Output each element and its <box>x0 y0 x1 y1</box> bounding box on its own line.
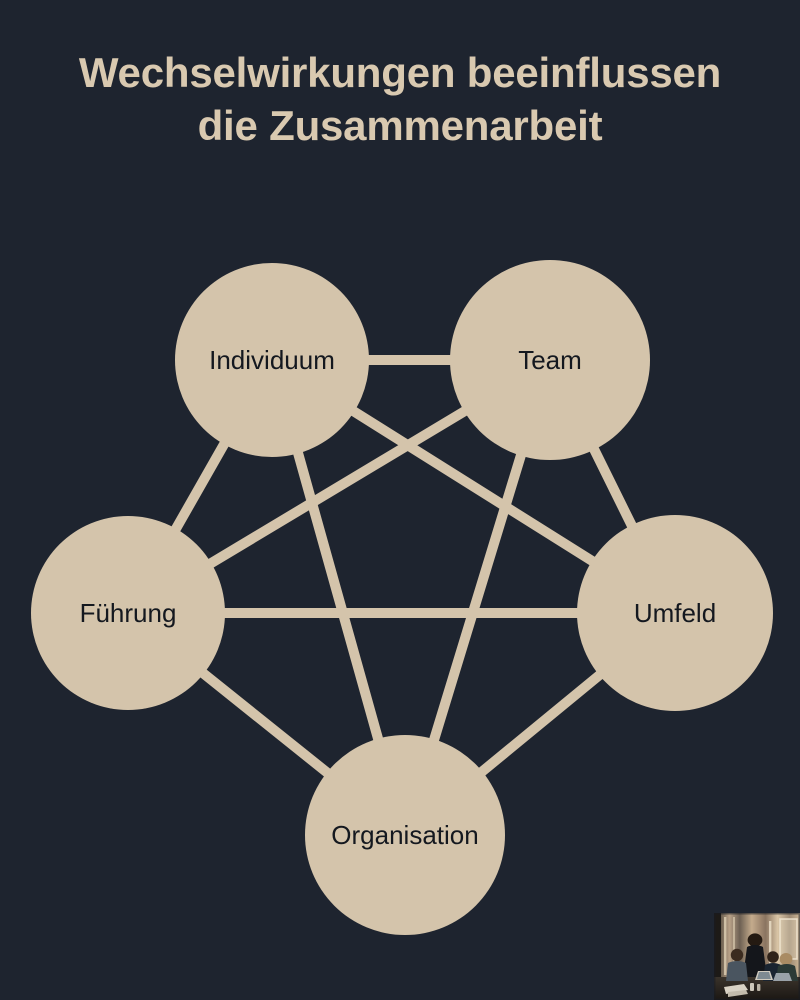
node-label-individuum: Individuum <box>209 345 335 375</box>
node-individuum[interactable]: Individuum <box>175 263 369 457</box>
page-title: Wechselwirkungen beeinflussen die Zusamm… <box>0 46 800 152</box>
node-label-team: Team <box>518 345 582 375</box>
node-circle-umfeld <box>577 515 773 711</box>
node-label-organisation: Organisation <box>331 820 478 850</box>
node-label-umfeld: Umfeld <box>634 598 716 628</box>
node-label-fuehrung: Führung <box>80 598 177 628</box>
node-circle-fuehrung <box>31 516 225 710</box>
team-meeting-photo[interactable] <box>714 913 800 1000</box>
team-meeting-photo-graphic <box>714 913 800 1000</box>
node-umfeld[interactable]: Umfeld <box>577 515 773 711</box>
node-circle-individuum <box>175 263 369 457</box>
node-team[interactable]: Team <box>450 260 650 460</box>
node-circle-organisation <box>305 735 505 935</box>
node-organisation[interactable]: Organisation <box>305 735 505 935</box>
page-title-line-1: Wechselwirkungen beeinflussen <box>78 49 722 96</box>
node-fuehrung[interactable]: Führung <box>31 516 225 710</box>
page-title-line-2: die Zusammenarbeit <box>197 102 603 149</box>
node-circle-team <box>450 260 650 460</box>
